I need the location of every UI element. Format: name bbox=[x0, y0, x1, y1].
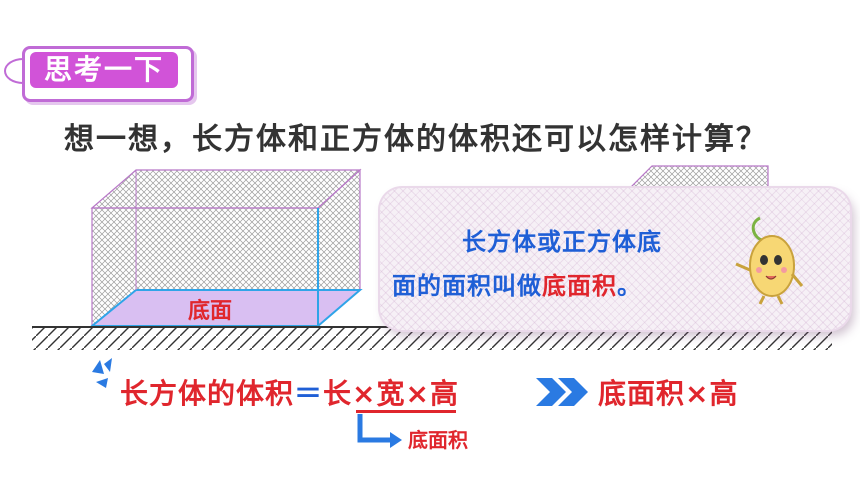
double-chevron-right-icon bbox=[536, 378, 588, 406]
main-cuboid bbox=[89, 168, 363, 328]
speech-line-2-prefix: 面的面积叫做 bbox=[392, 272, 542, 300]
formula-lhs: 长方体的体积 bbox=[120, 377, 295, 410]
speech-highlight-term: 底面积 bbox=[542, 272, 617, 300]
base-area-label: 底面积 bbox=[408, 428, 468, 452]
speech-line-2: 面的面积叫做底面积。 bbox=[392, 272, 642, 300]
formula-result: 底面积×高 bbox=[598, 377, 739, 410]
rhs-underline bbox=[356, 410, 456, 413]
speech-line-2-suffix: 。 bbox=[617, 272, 642, 300]
section-tag-label: 思考一下 bbox=[30, 52, 178, 88]
exclamation-burst-icon bbox=[92, 358, 112, 388]
potato-mascot-icon bbox=[735, 216, 804, 305]
volume-formula: 长方体的体积＝长×宽×高 bbox=[120, 372, 459, 412]
corner-arrow-icon bbox=[357, 414, 402, 448]
formula-rhs: 长×宽×高 bbox=[323, 377, 459, 410]
question-text: 想一想，长方体和正方体的体积还可以怎样计算？ bbox=[64, 122, 768, 157]
speech-line-1: 长方体或正方体底 bbox=[462, 228, 662, 256]
formula-equals: ＝ bbox=[294, 377, 324, 410]
ground-line bbox=[32, 326, 832, 350]
base-label: 底面 bbox=[188, 299, 233, 324]
speech-text: 长方体或正方体底 面的面积叫做底面积。 bbox=[392, 220, 742, 308]
